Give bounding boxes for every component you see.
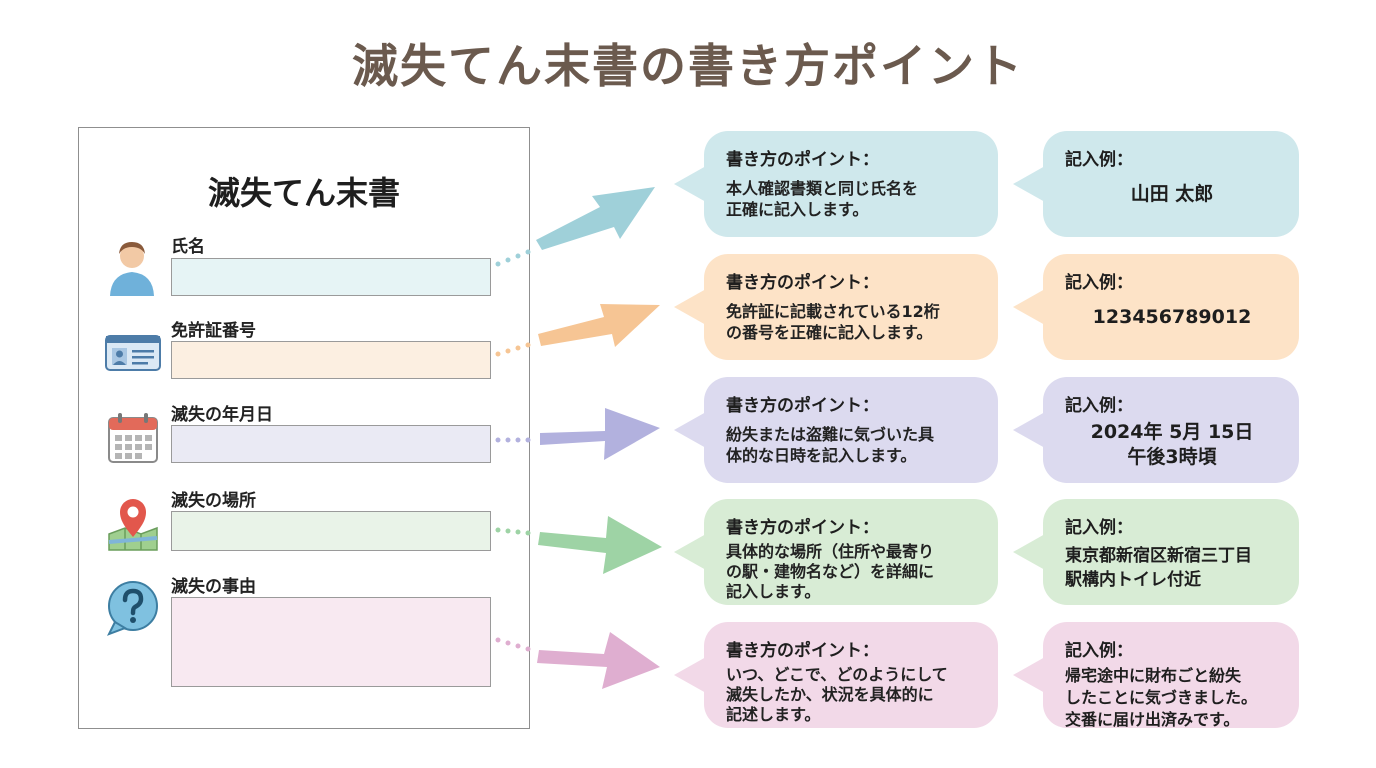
field-label-place: 滅失の場所 [171, 491, 256, 511]
arrow-row-5 [537, 632, 660, 689]
bubble-tail [674, 534, 706, 570]
point-bubble-2: 書き方のポイント： 免許証に記載されている12桁 の番号を正確に記入します。 [674, 254, 998, 360]
field-label-name: 氏名 [171, 237, 205, 257]
example-heading: 記入例： [1065, 150, 1133, 170]
person-icon [110, 242, 154, 296]
example-heading: 記入例： [1065, 641, 1133, 661]
example-bubble-4: 記入例： 東京都新宿区新宿三丁目 駅構内トイレ付近 [1013, 499, 1299, 605]
field-label-reason: 滅失の事由 [171, 577, 256, 597]
point-heading: 書き方のポイント： [726, 518, 879, 538]
loss-place-field[interactable] [171, 511, 491, 551]
example-text: 2024年 5月 15日 午後3時頃 [1090, 421, 1254, 468]
point-text: 本人確認書類と同じ氏名を 正確に記入します。 [726, 179, 919, 219]
example-text: 123456789012 [1092, 306, 1252, 328]
form-document: 滅失てん末書 氏名 免許証番号 滅失の年月日 [78, 127, 530, 729]
example-bubble-5: 記入例： 帰宅途中に財布ごと紛失 したことに気づきました。 交番に届け出済みです… [1013, 622, 1299, 729]
field-label-license: 免許証番号 [171, 321, 256, 341]
example-text: 帰宅途中に財布ごと紛失 したことに気づきました。 交番に届け出済みです。 [1065, 666, 1258, 729]
bubble-tail [1013, 657, 1045, 693]
example-bubble-3: 記入例： 2024年 5月 15日 午後3時頃 [1013, 377, 1299, 483]
bubble-tail [674, 412, 706, 448]
point-heading: 書き方のポイント： [726, 273, 879, 293]
point-text: 具体的な場所（住所や最寄り の駅・建物名など）を詳細に 記入します。 [726, 542, 935, 601]
bubble-tail [1013, 412, 1045, 448]
id-card-icon [105, 335, 161, 371]
example-bubble-2: 記入例： 123456789012 [1013, 254, 1299, 360]
loss-reason-field[interactable] [171, 597, 491, 687]
bubble-tail [674, 657, 706, 693]
arrow-row-1 [536, 187, 655, 250]
point-bubble-3: 書き方のポイント： 紛失または盗難に気づいた具 体的な日時を記入します。 [674, 377, 998, 483]
point-heading: 書き方のポイント： [726, 150, 879, 170]
map-pin-icon [108, 499, 158, 551]
point-bubble-5: 書き方のポイント： いつ、どこで、どのようにして 滅失したか、状況を具体的に 記… [674, 622, 998, 728]
arrow-row-2 [538, 304, 660, 347]
license-number-field[interactable] [171, 341, 491, 379]
page-title: 滅失てん末書の書き方ポイント [352, 39, 1024, 93]
bubble-tail [674, 166, 706, 202]
bubble-tail [1013, 166, 1045, 202]
example-text: 山田 太郎 [1130, 183, 1214, 205]
form-title: 滅失てん末書 [207, 174, 400, 212]
point-bubble-4: 書き方のポイント： 具体的な場所（住所や最寄り の駅・建物名など）を詳細に 記入… [674, 499, 998, 605]
point-text: 免許証に記載されている12桁 の番号を正確に記入します。 [726, 302, 940, 342]
bubble-tail [1013, 289, 1045, 325]
arrow-row-3 [540, 408, 660, 460]
loss-date-field[interactable] [171, 425, 491, 463]
field-label-date: 滅失の年月日 [171, 405, 273, 425]
example-heading: 記入例： [1065, 518, 1133, 538]
bubble-tail [674, 289, 706, 325]
point-bubble-1: 書き方のポイント： 本人確認書類と同じ氏名を 正確に記入します。 [674, 131, 998, 237]
name-field[interactable] [171, 258, 491, 296]
example-heading: 記入例： [1065, 273, 1133, 293]
example-text: 東京都新宿区新宿三丁目 駅構内トイレ付近 [1065, 546, 1252, 590]
bubble-tail [1013, 534, 1045, 570]
calendar-icon [108, 413, 158, 463]
arrow-row-4 [538, 516, 662, 574]
point-text: 紛失または盗難に気づいた具 体的な日時を記入します。 [726, 425, 935, 465]
example-heading: 記入例： [1065, 396, 1133, 416]
point-text: いつ、どこで、どのようにして 滅失したか、状況を具体的に 記述します。 [726, 665, 948, 724]
example-bubble-1: 記入例： 山田 太郎 [1013, 131, 1299, 237]
point-heading: 書き方のポイント： [726, 396, 879, 416]
point-heading: 書き方のポイント： [726, 641, 879, 661]
question-bubble-icon [106, 581, 158, 636]
